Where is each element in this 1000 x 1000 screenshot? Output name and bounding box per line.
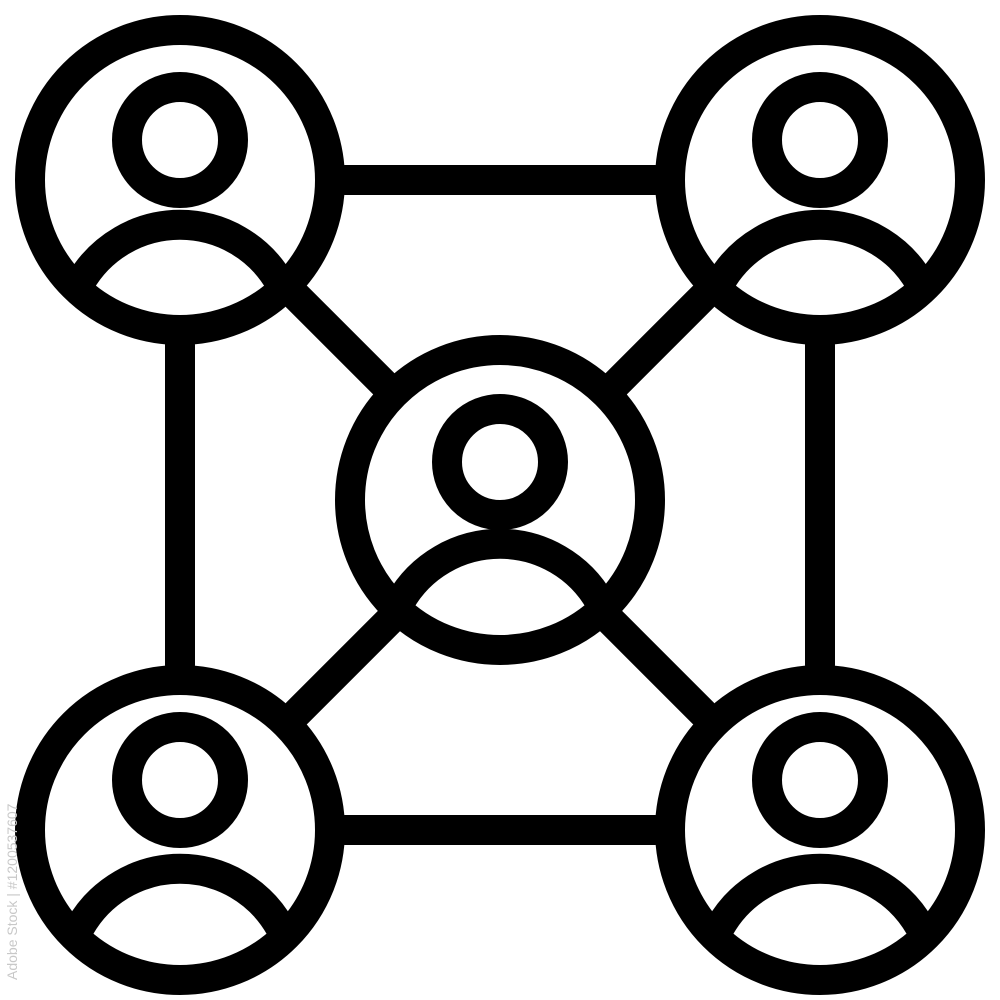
connector-diag-top-left — [282, 282, 405, 405]
node-circle — [655, 665, 985, 995]
person-node-bottom-left — [15, 665, 345, 995]
node-circle — [15, 665, 345, 995]
person-head-icon — [432, 394, 568, 530]
connector-diag-bottom-left — [282, 605, 405, 728]
person-body-icon — [705, 853, 935, 942]
connector-lines — [165, 165, 835, 845]
stock-watermark: Adobe Stock | #1200537607 — [4, 803, 20, 980]
connector-diag-top-right — [595, 282, 718, 405]
person-body-icon — [385, 528, 615, 617]
node-circle — [335, 335, 665, 665]
person-body-icon — [65, 209, 295, 298]
person-head-icon — [112, 72, 248, 208]
person-node-bottom-right — [655, 665, 985, 995]
person-head-icon — [752, 72, 888, 208]
person-node-top-right — [655, 15, 985, 345]
person-node-center — [335, 335, 665, 665]
person-head-icon — [752, 712, 888, 848]
person-body-icon — [705, 209, 935, 298]
person-head-icon — [112, 712, 248, 848]
connector-diag-bottom-right — [595, 605, 718, 728]
node-circle — [655, 15, 985, 345]
person-body-icon — [65, 853, 295, 942]
node-circle — [15, 15, 345, 345]
person-node-top-left — [15, 15, 345, 345]
